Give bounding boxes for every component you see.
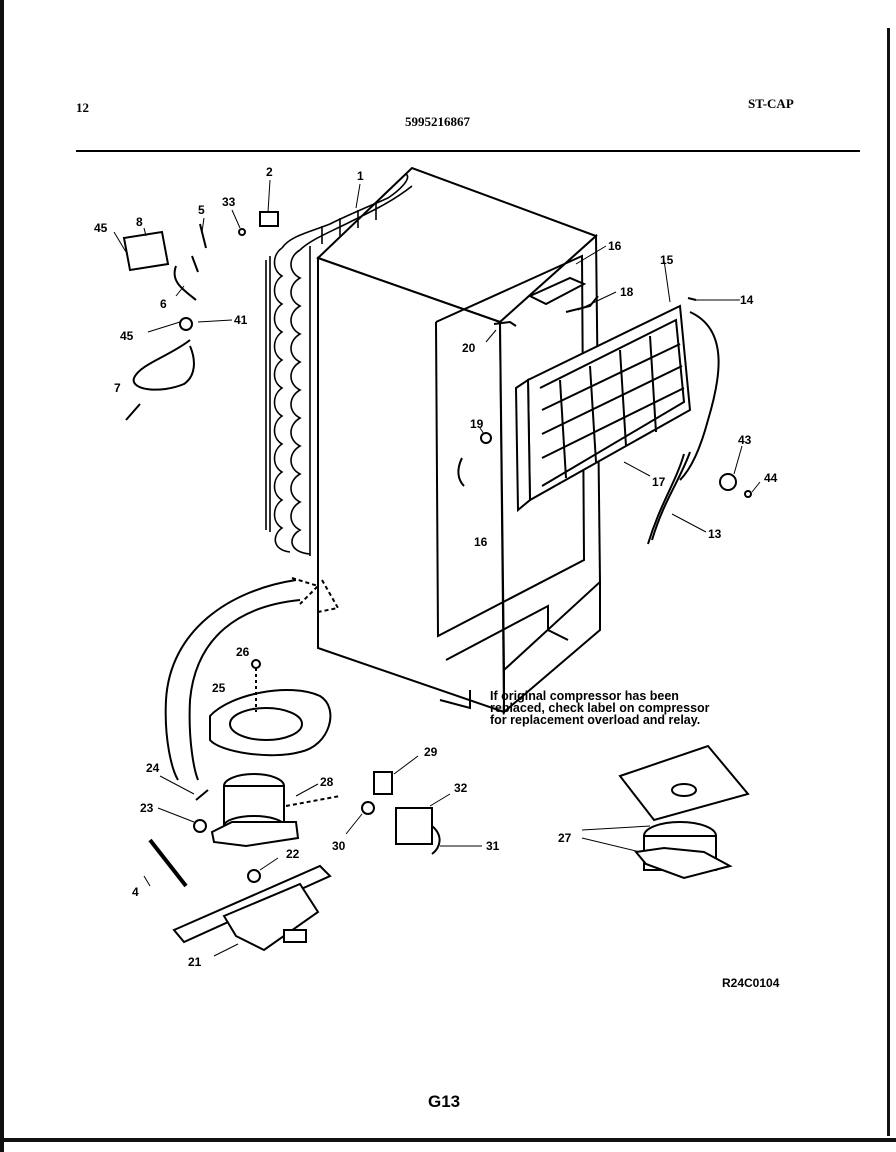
- callout: 31: [486, 839, 500, 853]
- callout: 5: [198, 203, 205, 217]
- base-rail-22: [172, 864, 332, 952]
- scan-border-bottom: [0, 1138, 896, 1142]
- callout: 8: [136, 215, 143, 229]
- callout: 4: [132, 885, 139, 899]
- part-20: [480, 432, 492, 444]
- callout: 16: [608, 239, 622, 253]
- drawing-code: R24C0104: [722, 976, 780, 990]
- replacement-compressor-28: [618, 744, 750, 880]
- condenser-coil: [265, 173, 413, 556]
- callout: 15: [660, 253, 674, 267]
- callout: 32: [454, 781, 468, 795]
- part-31: [361, 801, 375, 815]
- part-41: [238, 228, 246, 236]
- overload-33: [395, 807, 433, 845]
- callout: 7: [114, 381, 121, 395]
- dryer-4: [148, 838, 188, 888]
- callout: 33: [222, 195, 236, 209]
- callout: 41: [234, 313, 248, 327]
- callout: 20: [462, 341, 476, 355]
- part-25: [195, 789, 209, 801]
- callout: 17: [652, 475, 666, 489]
- suction-line: [651, 451, 691, 541]
- part-23: [247, 869, 261, 883]
- callout: 30: [332, 839, 346, 853]
- callout: 13: [708, 527, 722, 541]
- callout: 26: [236, 645, 250, 659]
- callout: 27: [558, 831, 572, 845]
- callout: 24: [146, 761, 160, 775]
- drain-pan-26: [209, 659, 332, 757]
- callout: 18: [620, 285, 634, 299]
- callout: 21: [188, 955, 202, 969]
- part-6: [173, 265, 197, 301]
- callout: 29: [424, 745, 438, 759]
- part-21: [493, 320, 517, 327]
- part-16-lower: [457, 457, 465, 487]
- part-45-right: [744, 490, 752, 498]
- part-5: [191, 223, 207, 273]
- part-32: [431, 825, 441, 855]
- compressor-note: If original compressor has been replaced…: [490, 689, 710, 727]
- header-rule: [76, 150, 860, 152]
- part-8: [122, 230, 170, 272]
- evaporator-assembly: [514, 297, 720, 513]
- part-44: [719, 473, 737, 491]
- callout: 23: [140, 801, 154, 815]
- compressor-29: [210, 773, 341, 848]
- callout: 19: [470, 417, 484, 431]
- part-24: [193, 819, 207, 833]
- power-cord-7: [132, 339, 195, 391]
- scan-border-right: [887, 28, 890, 1136]
- callout: 1: [357, 169, 364, 183]
- scan-border-left: [0, 0, 4, 1152]
- model-code: ST-CAP: [748, 96, 794, 111]
- callout: 43: [738, 433, 752, 447]
- part-2: [259, 211, 279, 227]
- callout: 28: [320, 775, 334, 789]
- callout: 45: [120, 329, 134, 343]
- callout: 16: [474, 535, 488, 549]
- callout: 25: [212, 681, 226, 695]
- callout: 14: [740, 293, 754, 307]
- bracket-18: [527, 276, 587, 306]
- part-number: 5995216867: [405, 114, 470, 129]
- callout: 2: [266, 165, 273, 179]
- callout: 22: [286, 847, 300, 861]
- page-code: G13: [428, 1092, 461, 1111]
- callout: 6: [160, 297, 167, 311]
- callout: 44: [764, 471, 778, 485]
- relay-30: [373, 771, 393, 795]
- part-43: [179, 317, 193, 331]
- page-number-left: 12: [76, 100, 89, 115]
- callout: 45: [94, 221, 108, 235]
